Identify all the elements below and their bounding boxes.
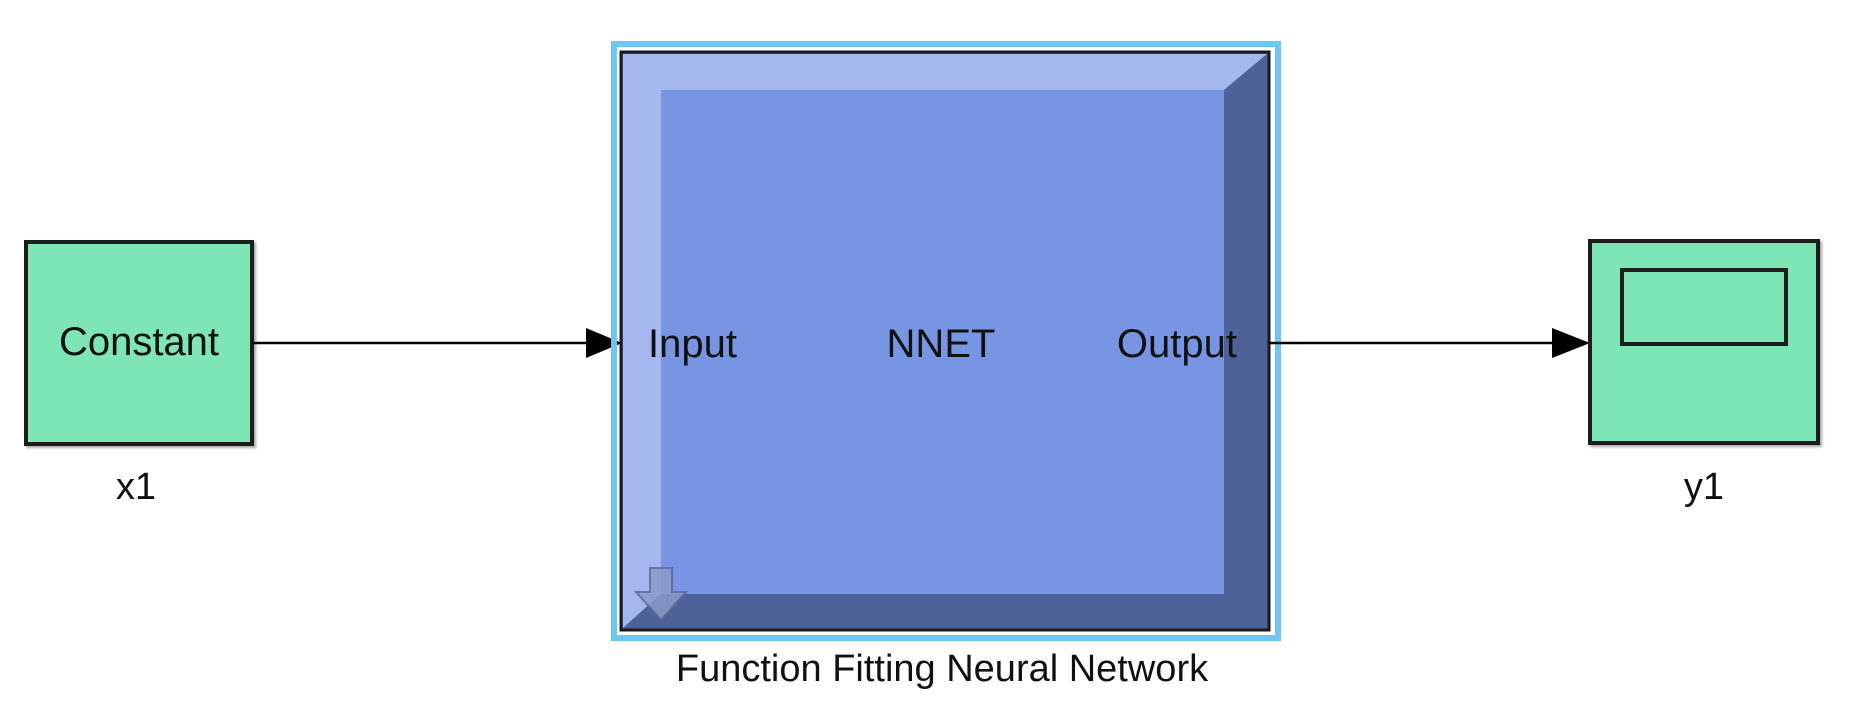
nnet-input-port-label: Input: [648, 322, 737, 366]
nnet-output-port-label: Output: [1117, 322, 1237, 366]
scope-block[interactable]: [1588, 239, 1820, 445]
constant-block-body[interactable]: [24, 240, 254, 446]
nnet-block-face: [661, 90, 1224, 594]
down-arrow-icon[interactable]: [633, 567, 689, 622]
constant-block[interactable]: Constant: [24, 240, 254, 446]
signal-line-constant-to-nnet[interactable]: [252, 328, 622, 358]
scope-block-caption: y1: [1684, 466, 1724, 508]
constant-block-caption: x1: [116, 466, 156, 508]
signal-line-nnet-to-scope[interactable]: [1269, 328, 1590, 358]
arrowhead-icon: [1552, 328, 1590, 358]
nnet-title: NNET: [887, 322, 996, 366]
selection-outline: [611, 41, 1281, 641]
constant-block-label: Constant: [59, 320, 219, 364]
nnet-block[interactable]: Input NNET Output: [611, 41, 1281, 641]
scope-screen-icon: [1620, 268, 1788, 346]
arrowhead-icon: [586, 328, 622, 358]
nnet-block-caption: Function Fitting Neural Network: [676, 648, 1209, 690]
